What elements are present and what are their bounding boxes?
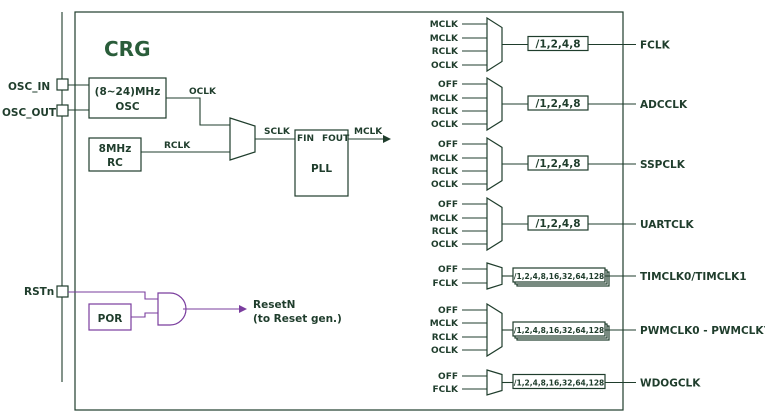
clock-mux [486, 302, 503, 358]
pll-box [294, 129, 349, 197]
clock-divider [512, 267, 606, 283]
clock-mux [486, 76, 503, 132]
mux-input-label: OFF [438, 200, 458, 210]
por-label: POR [98, 313, 123, 325]
clock-mux [486, 369, 503, 396]
mux-input-label: OFF [438, 265, 458, 275]
mux-input-label: MCLK [430, 319, 459, 329]
wire-rstn [68, 291, 158, 300]
clock-divider [527, 95, 589, 111]
clock-output-label: UARTCLK [640, 219, 695, 231]
mux-input-label: MCLK [430, 34, 459, 44]
pin-label-osc-out: OSC_OUT [2, 107, 57, 119]
divider-label: /1,2,4,8,16,32,64,128 [514, 272, 605, 281]
mux-input-label: RCLK [432, 167, 459, 177]
mux-input-label: OFF [438, 80, 458, 90]
clock-divider [527, 155, 589, 171]
clock-divider [512, 321, 606, 337]
pin-osc-in [56, 78, 69, 91]
mux-input-label: OCLK [431, 61, 459, 71]
rc-label-2: RC [107, 157, 123, 169]
osc-label-1: (8~24)MHz [95, 86, 161, 98]
wire-por [131, 312, 158, 318]
mux-input-label: MCLK [430, 20, 459, 30]
pin-rstn [56, 285, 69, 298]
clock-mux [486, 136, 503, 192]
clock-mux [486, 262, 503, 290]
mux-input-label: OCLK [431, 240, 459, 250]
mux-input-label: RCLK [432, 47, 459, 57]
pin-osc-out [56, 104, 69, 117]
mux-input-label: OFF [438, 372, 458, 382]
divider-label: /1,2,4,8 [535, 98, 580, 110]
divider-label: /1,2,4,8,16,32,64,128 [514, 326, 605, 335]
clock-output-label: PWMCLK0 - PWMCLK7 [640, 325, 765, 337]
mux-input-label: OFF [438, 306, 458, 316]
crg-title: CRG [104, 37, 151, 61]
osc-box [88, 77, 167, 119]
rc-label-1: 8MHz [99, 143, 132, 155]
clock-divider [527, 215, 589, 231]
divider-label: /1,2,4,8,16,32,64,128 [514, 379, 605, 388]
mux-input-label: RCLK [432, 333, 459, 343]
clock-output-label: ADCCLK [640, 99, 688, 111]
mux-input-label: OCLK [431, 346, 459, 356]
crg-frame [74, 11, 624, 411]
clock-output-label: FCLK [640, 40, 671, 52]
rclk-label: RCLK [164, 141, 191, 151]
mux-input-label: RCLK [432, 227, 459, 237]
divider-label: /1,2,4,8 [535, 39, 580, 51]
reset-gen-label: (to Reset gen.) [253, 313, 342, 325]
mclk-label: MCLK [354, 127, 383, 137]
sclk-label: SCLK [264, 127, 291, 137]
clock-mux [486, 196, 503, 252]
oclk-label: OCLK [189, 87, 217, 97]
mux-input-label: MCLK [430, 94, 459, 104]
clock-output-label: WDOGCLK [640, 378, 701, 390]
mux-input-label: FCLK [433, 385, 459, 395]
mux-input-label: OCLK [431, 120, 459, 130]
pll-fout-label: FOUT [322, 134, 350, 144]
mux-input-label: MCLK [430, 154, 459, 164]
rc-box [88, 137, 142, 172]
sclk-mux [229, 117, 256, 161]
and-gate [157, 292, 187, 326]
divider-label: /1,2,4,8 [535, 158, 580, 170]
clock-divider [527, 35, 589, 52]
mux-input-label: RCLK [432, 107, 459, 117]
divider-label: /1,2,4,8 [535, 218, 580, 230]
pin-label-rstn: RSTn [24, 286, 54, 298]
osc-label-2: OSC [115, 101, 139, 113]
clock-mux [486, 16, 503, 73]
mux-input-label: OCLK [431, 180, 459, 190]
pll-fin-label: FIN [297, 134, 314, 144]
clock-output-label: TIMCLK0/TIMCLK1 [640, 271, 747, 283]
mux-input-label: FCLK [433, 279, 459, 289]
clock-divider [512, 373, 606, 390]
pll-label: PLL [311, 163, 332, 175]
clock-output-label: SSPCLK [640, 159, 686, 171]
pin-label-osc-in: OSC_IN [8, 81, 50, 93]
resetn-label: ResetN [253, 299, 295, 311]
wire-oclk [166, 97, 230, 126]
mux-input-label: OFF [438, 140, 458, 150]
mux-input-label: MCLK [430, 214, 459, 224]
